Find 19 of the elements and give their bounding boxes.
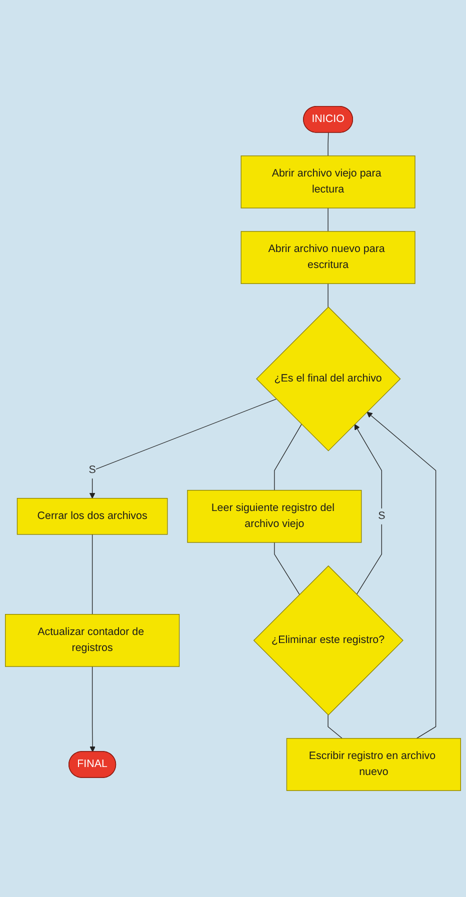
arrow bbox=[354, 424, 382, 595]
arrow bbox=[90, 666, 96, 752]
node-box: Escribir registro en archivo nuevo bbox=[286, 738, 461, 791]
connector bbox=[274, 424, 302, 491]
node-diamond: ¿Eliminar este registro? bbox=[253, 565, 404, 716]
connector bbox=[328, 714, 343, 739]
node-box: Actualizar contador de registros bbox=[5, 614, 180, 667]
connector bbox=[274, 542, 300, 595]
connector bbox=[328, 132, 329, 156]
edge-label: S bbox=[88, 464, 96, 476]
node-diamond: ¿Es el final del archivo bbox=[256, 306, 401, 452]
node-box: Cerrar los dos archivos bbox=[16, 498, 168, 535]
connector bbox=[92, 534, 93, 615]
node-box: Leer siguiente registro del archivo viejo bbox=[187, 490, 362, 543]
edge-label: S bbox=[378, 510, 386, 522]
node-box: Abrir archivo viejo para lectura bbox=[240, 156, 416, 208]
arrow bbox=[366, 412, 436, 739]
arrow bbox=[89, 398, 277, 499]
node-box: Abrir archivo nuevo para escritura bbox=[240, 231, 416, 284]
